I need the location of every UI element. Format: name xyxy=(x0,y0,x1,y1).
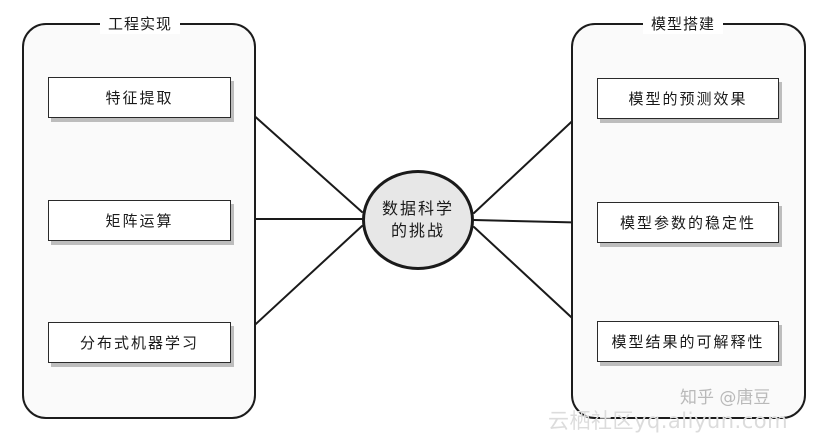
item-parameter-stability: 模型参数的稳定性 xyxy=(597,202,779,243)
modeling-panel-title: 模型搭建 xyxy=(643,14,724,34)
item-distributed-ml: 分布式机器学习 xyxy=(48,322,231,363)
item-matrix-operations: 矩阵运算 xyxy=(48,200,231,241)
engineering-panel-title: 工程实现 xyxy=(100,14,181,34)
zhihu-watermark: 知乎 @唐豆 xyxy=(680,388,771,408)
item-feature-extraction: 特征提取 xyxy=(48,77,231,118)
yunqi-watermark: 云栖社区yq.aliyun.com xyxy=(548,409,789,433)
item-prediction-effect: 模型的预测效果 xyxy=(597,78,779,119)
item-interpretability: 模型结果的可解释性 xyxy=(597,321,779,362)
center-line-1: 数据科学 xyxy=(381,199,454,218)
center-line-2: 的挑战 xyxy=(390,221,445,240)
center-challenge-node: 数据科学 的挑战 xyxy=(362,170,474,270)
